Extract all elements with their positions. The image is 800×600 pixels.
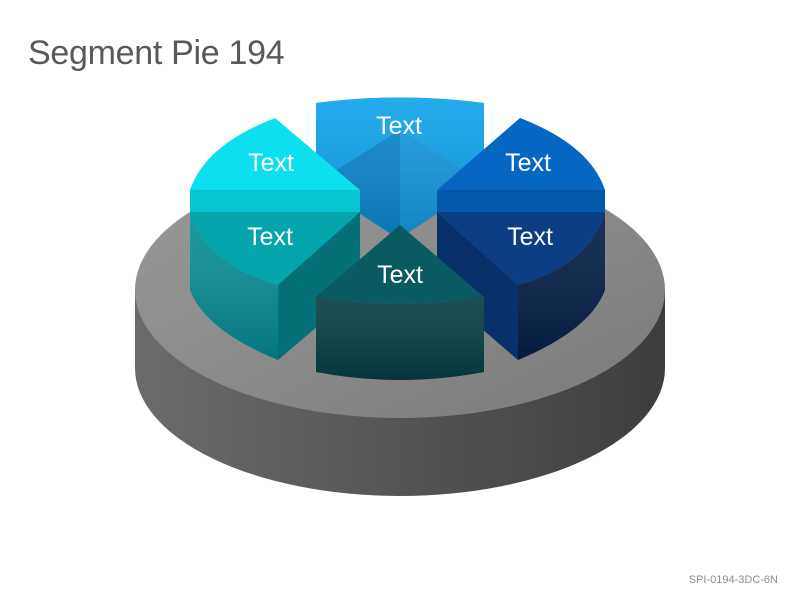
segment-label-upper-right: Text <box>505 149 551 177</box>
footer-code: SPI-0194-3DC-6N <box>688 574 778 586</box>
segment-label-lower-left: Text <box>247 223 293 251</box>
segment-label-lower-right: Text <box>507 223 553 251</box>
segment-lower-left <box>190 212 360 360</box>
segment-label-top: Text <box>376 112 422 140</box>
segment-bottom <box>316 225 484 380</box>
segment-upper-right <box>437 118 605 212</box>
segment-lower-right <box>437 212 605 360</box>
segment-label-upper-left: Text <box>248 149 294 177</box>
page-title: Segment Pie 194 <box>28 34 285 72</box>
segment-label-bottom: Text <box>377 261 423 289</box>
